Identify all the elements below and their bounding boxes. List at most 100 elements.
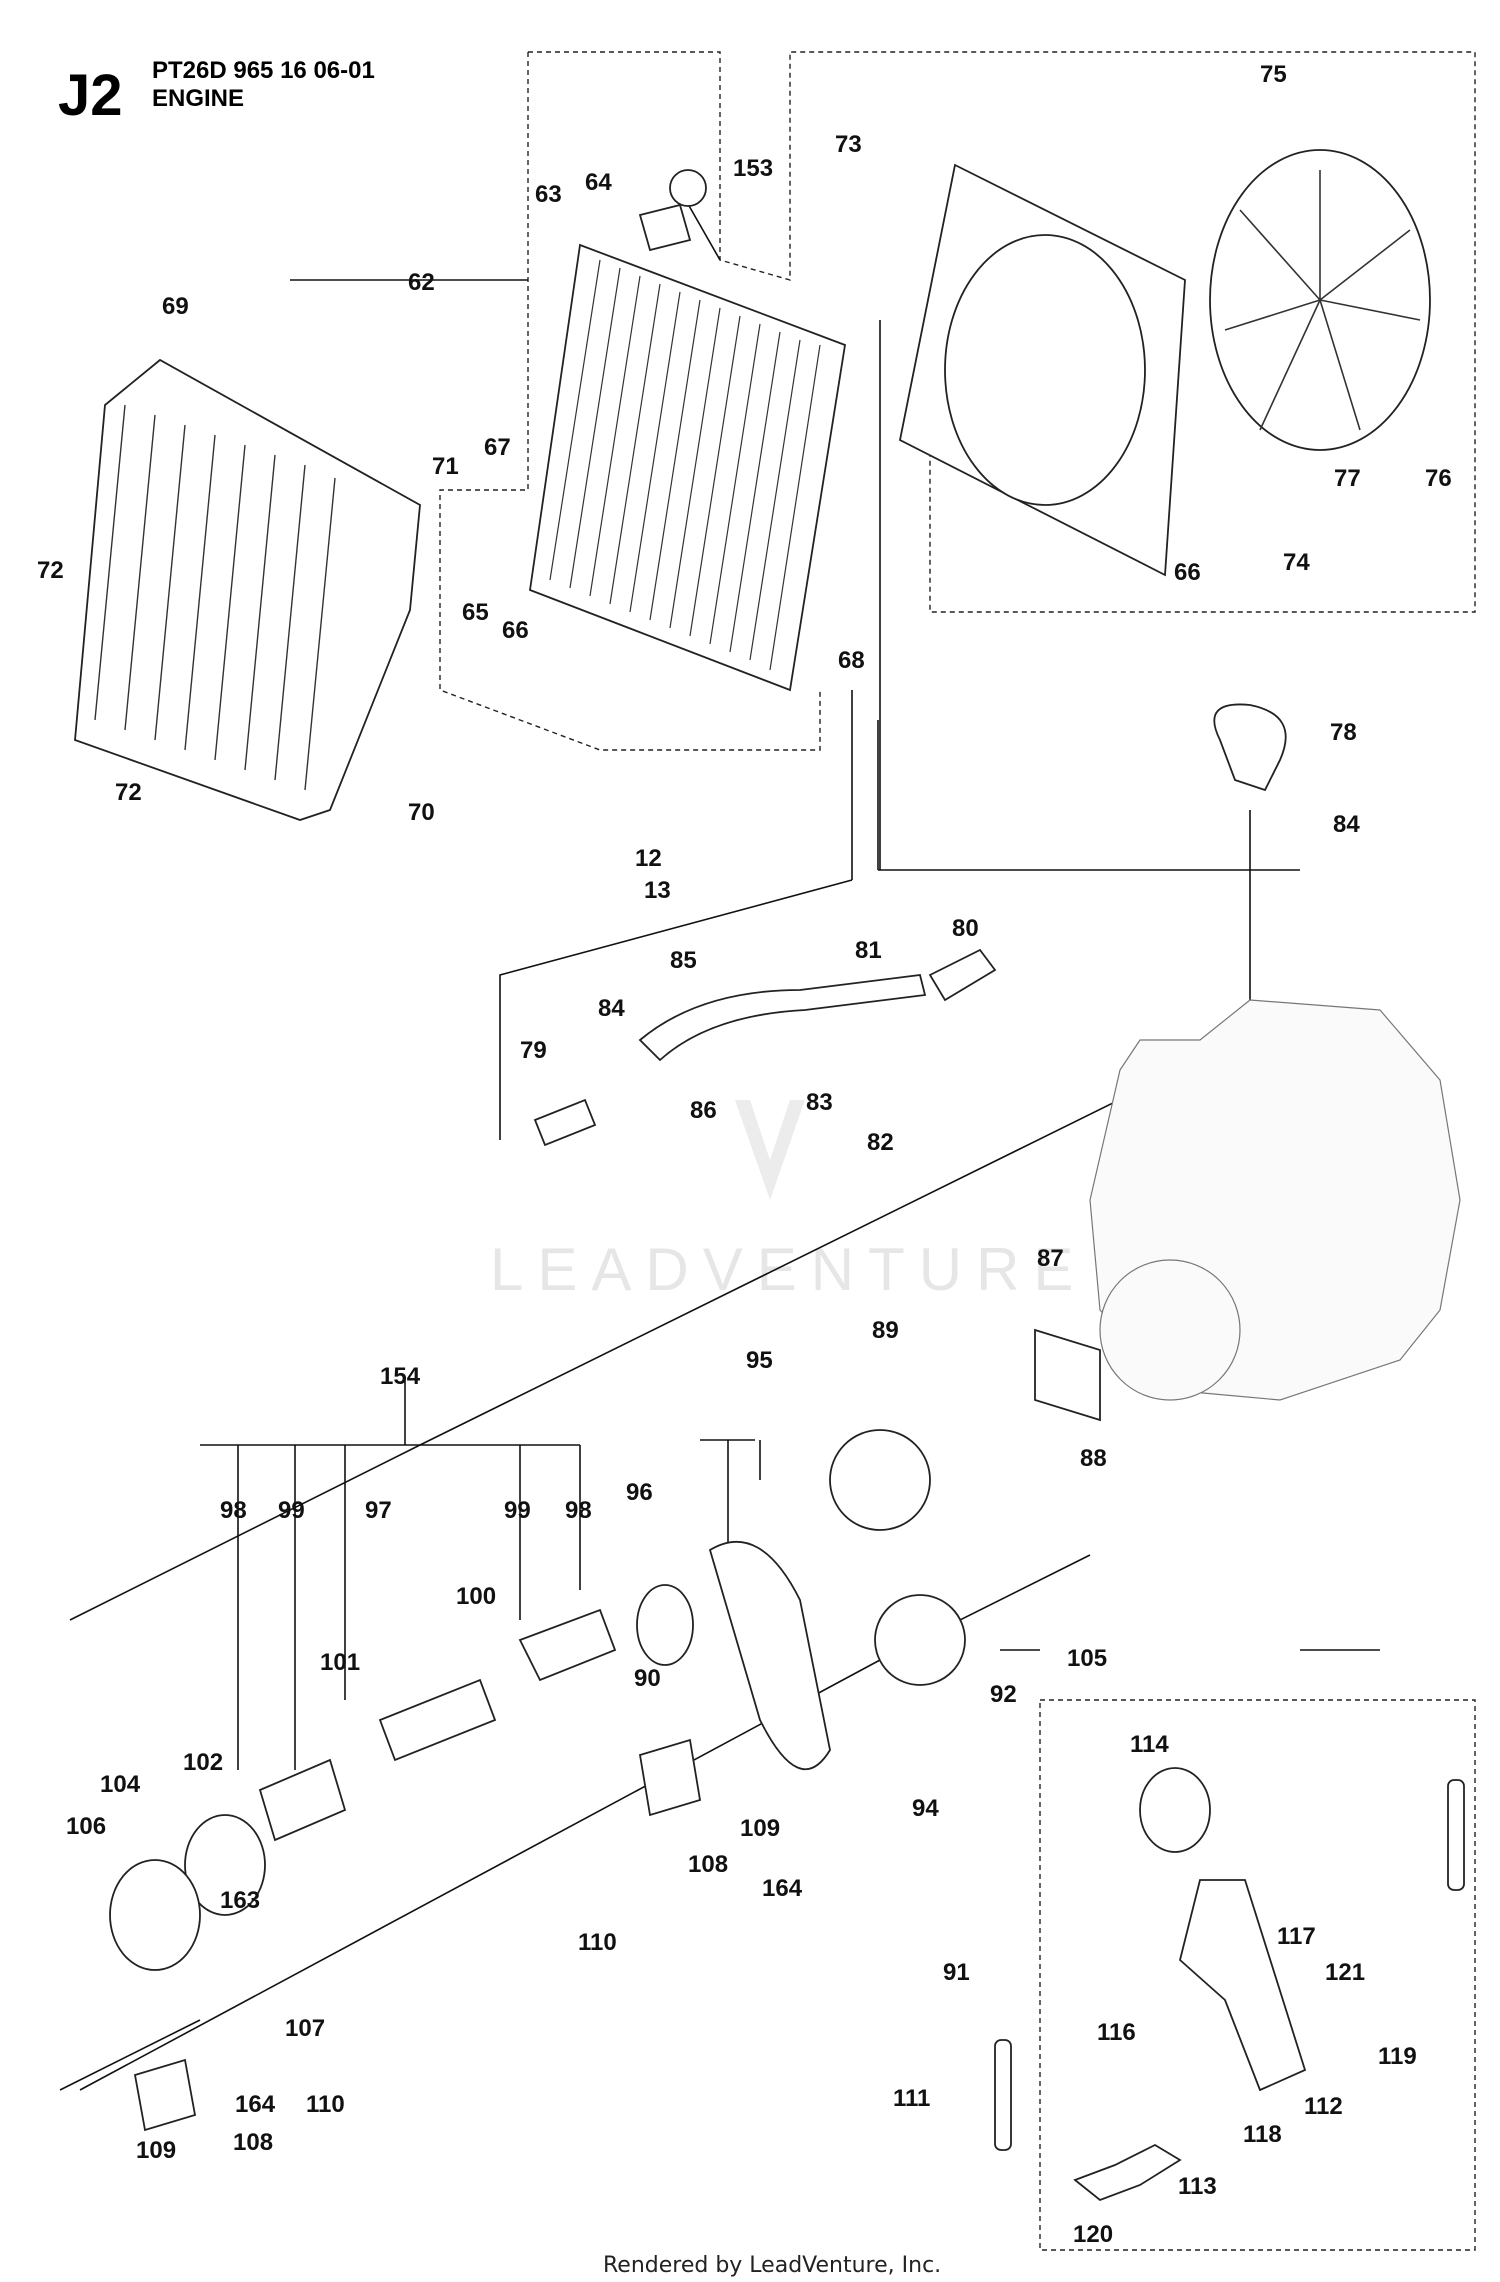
callout-74: 74 — [1283, 549, 1310, 576]
radiator-outline — [439, 52, 821, 751]
callout-68: 68 — [838, 647, 865, 674]
callout-108-bottom: 108 — [233, 2129, 273, 2156]
callout-80: 80 — [952, 915, 979, 942]
radiator-part — [529, 243, 847, 692]
callout-118: 118 — [1243, 2121, 1282, 2148]
lower-hose-part — [533, 1098, 597, 1147]
callout-92: 92 — [990, 1681, 1017, 1708]
footer-credit: Rendered by LeadVenture, Inc. — [603, 2253, 941, 2278]
callout-98-left: 98 — [220, 1497, 247, 1524]
callout-99-right: 99 — [504, 1497, 531, 1524]
adapter-plate-part — [1034, 1328, 1101, 1422]
callout-101: 101 — [320, 1649, 360, 1676]
callout-106: 106 — [66, 1813, 106, 1840]
callout-84-right: 84 — [1333, 811, 1360, 838]
callout-120: 120 — [1073, 2221, 1113, 2248]
callout-108-top: 108 — [688, 1851, 728, 1878]
callout-81: 81 — [855, 937, 882, 964]
tensioner-arm-part — [1178, 1879, 1307, 2092]
coupling-part — [258, 1758, 347, 1842]
callout-119: 119 — [1378, 2043, 1417, 2070]
bearing-part — [638, 1738, 702, 1817]
callout-100: 100 — [456, 1583, 496, 1610]
shaft-part — [378, 1678, 497, 1762]
callout-69: 69 — [162, 293, 189, 320]
callout-164-top: 164 — [762, 1875, 803, 1902]
callout-109-top: 109 — [740, 1815, 780, 1842]
hub-part — [636, 1584, 694, 1666]
callout-75: 75 — [1260, 61, 1287, 88]
pipe-hose-part — [928, 948, 997, 1002]
pulley-part — [874, 1594, 966, 1686]
callout-12: 12 — [635, 845, 662, 872]
drive-belt-part — [708, 1540, 831, 1770]
radiator-cap-part — [669, 169, 707, 207]
callout-76: 76 — [1425, 465, 1452, 492]
bushing-part — [1073, 2143, 1182, 2202]
callout-98-right: 98 — [565, 1497, 592, 1524]
callout-71: 71 — [432, 453, 459, 480]
flange-part — [109, 1859, 201, 1971]
callout-164-bottom: 164 — [235, 2091, 276, 2118]
model-line: PT26D 965 16 06-01 — [152, 57, 375, 84]
assembly-outlines — [439, 51, 1476, 2251]
callout-64: 64 — [585, 169, 612, 196]
callout-90: 90 — [634, 1665, 661, 1692]
grille-part — [74, 358, 421, 821]
callout-78: 78 — [1330, 719, 1357, 746]
callout-13: 13 — [644, 877, 671, 904]
callout-112: 112 — [1304, 2093, 1343, 2120]
callout-110-top: 110 — [578, 1929, 617, 1956]
callout-117: 117 — [1277, 1923, 1316, 1950]
elastic-coupling-part — [518, 1608, 617, 1682]
callout-96: 96 — [626, 1479, 653, 1506]
callout-72-bottom: 72 — [115, 779, 142, 806]
callout-111: 111 — [893, 2085, 930, 2112]
callout-70: 70 — [408, 799, 435, 826]
cover-plate-part — [184, 1814, 266, 1916]
callout-63: 63 — [535, 181, 562, 208]
callout-114: 114 — [1130, 1731, 1169, 1758]
flywheel-part — [1099, 1259, 1241, 1401]
shroud-opening — [944, 234, 1146, 506]
callout-95: 95 — [746, 1347, 773, 1374]
callout-116: 116 — [1097, 2019, 1136, 2046]
callout-104: 104 — [100, 1771, 141, 1798]
callout-163: 163 — [220, 1887, 260, 1914]
callout-83: 83 — [806, 1089, 833, 1116]
section-title: ENGINE — [152, 85, 244, 112]
filler-neck-part — [638, 203, 692, 252]
callout-113: 113 — [1178, 2173, 1217, 2200]
spring-upper-part — [1447, 1779, 1465, 1891]
fan-shroud-outline — [528, 51, 1476, 613]
watermark: LEADVENTURE — [490, 1100, 1087, 1303]
diagram-code: J2 — [58, 63, 123, 128]
callout-87: 87 — [1037, 1245, 1064, 1272]
callout-66-left: 66 — [502, 617, 529, 644]
upper-hose-part — [1213, 703, 1287, 792]
callout-72-top: 72 — [37, 557, 64, 584]
idler-pulley-part — [1139, 1767, 1211, 1853]
callout-84-left: 84 — [598, 995, 625, 1022]
callout-110-bottom: 110 — [306, 2091, 345, 2118]
callout-97: 97 — [365, 1497, 392, 1524]
callout-73: 73 — [835, 131, 862, 158]
callout-85: 85 — [670, 947, 697, 974]
callout-94: 94 — [912, 1795, 939, 1822]
callout-105: 105 — [1067, 1645, 1107, 1672]
callout-91: 91 — [943, 1959, 970, 1986]
callout-107: 107 — [285, 2015, 325, 2042]
callout-88: 88 — [1080, 1445, 1107, 1472]
callout-67: 67 — [484, 434, 511, 461]
callout-86: 86 — [690, 1097, 717, 1124]
watermark-logo-icon — [735, 1100, 805, 1200]
callout-labels: 75 73 64 153 63 62 69 71 67 72 65 66 68 … — [37, 61, 1452, 2248]
callout-77: 77 — [1334, 465, 1361, 492]
watermark-text: LEADVENTURE — [490, 1236, 1087, 1303]
callout-89: 89 — [872, 1317, 899, 1344]
parts — [74, 149, 1465, 2202]
callout-62: 62 — [408, 269, 435, 296]
diagram-header: J2 PT26D 965 16 06-01 ENGINE — [58, 57, 375, 128]
callout-65: 65 — [462, 599, 489, 626]
